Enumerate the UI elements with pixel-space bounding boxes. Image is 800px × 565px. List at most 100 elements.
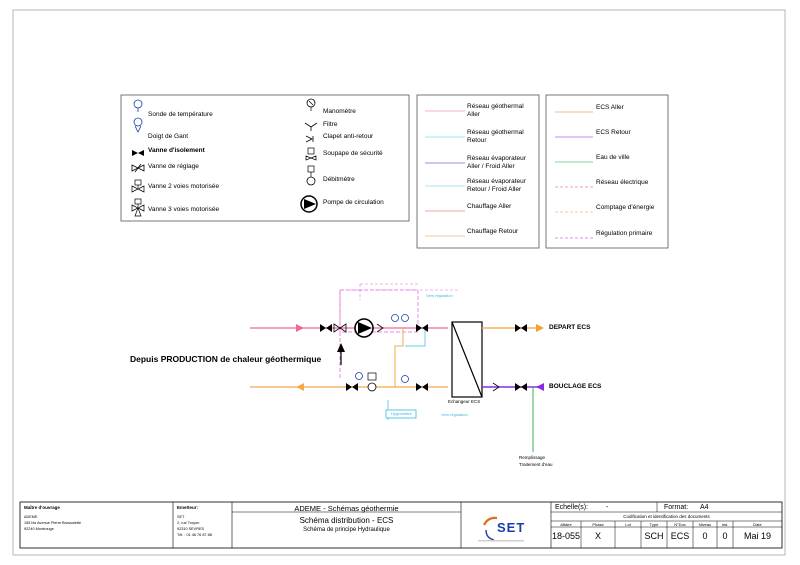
circulation-pump-icon	[354, 318, 374, 338]
format-value: A4	[700, 504, 709, 511]
check-valve-icon	[492, 382, 500, 392]
source-label: Depuis PRODUCTION de chaleur géothermiqu…	[130, 354, 322, 364]
coding-column-value: 0	[702, 531, 708, 541]
isolation-valve-icon	[320, 324, 332, 332]
hygrometer-box	[385, 409, 417, 419]
coding-column-header: Type	[649, 521, 659, 527]
legend-symbol-label: Sonde de température	[148, 111, 213, 118]
legend-line-label: Chauffage Aller	[467, 203, 512, 210]
line-legend-left	[416, 94, 540, 249]
legend-symbol-label: Doigt de Gant	[148, 133, 189, 140]
symbol-legend	[120, 94, 410, 222]
issuer-line: 2, rue Troyon	[177, 521, 200, 525]
legend-line-label: Chauffage Retour	[467, 228, 519, 235]
coding-column-value: ECS	[670, 531, 690, 541]
legend-symbol-label: Soupape de sécurité	[323, 150, 383, 157]
coding-column-header: Ind.	[721, 521, 729, 527]
legend-symbol-label: Manomètre	[323, 108, 356, 115]
scale-label: Echelle(s):	[555, 504, 589, 511]
two-way-motorized-valve-icon	[131, 179, 145, 193]
coding-column-value: 0	[722, 531, 728, 541]
legend-symbol-label: Filtre	[323, 121, 338, 128]
regulation-note-top: Vers régulation	[426, 293, 453, 298]
issuer-line: 92310 SEVRES	[177, 527, 205, 531]
owner-line: ADEME	[24, 515, 38, 519]
heat-exchanger	[451, 321, 483, 398]
legend-line-label: Réseau évaporateur Retour / Froid Aller	[467, 178, 526, 193]
line-legend-right	[545, 94, 669, 249]
legend-symbol-label: Vanne de réglage	[148, 163, 199, 170]
isolation-valve-icon	[416, 324, 428, 332]
filter-icon	[304, 122, 318, 131]
legend-symbol-label: Vanne 3 voies motorisée	[148, 206, 220, 213]
sheet-frame	[12, 9, 786, 556]
legend-symbol-label: Vanne 2 voies motorisée	[148, 183, 220, 190]
temperature-probe-icon	[133, 99, 143, 112]
legend-symbol-label: Pompe de circulation	[323, 199, 384, 206]
temperature-probe-icon	[401, 375, 409, 383]
coding-column-header: Niveau	[698, 521, 712, 527]
owner-line: 92240 Montrouge	[24, 527, 54, 531]
coding-column-header: N°Doc	[674, 521, 686, 527]
legend-symbol-label: Débitmètre	[323, 176, 355, 183]
drawing-title: Schéma distribution - ECS	[299, 516, 394, 525]
isolation-valve-icon	[416, 383, 428, 391]
flowmeter-icon	[367, 372, 377, 392]
safety-valve-icon	[305, 147, 317, 161]
scale-value: -	[606, 504, 609, 511]
format-label: Format:	[664, 504, 689, 511]
project-title: ADEME - Schémas géothermie	[294, 504, 399, 513]
hydraulic-schematic	[250, 283, 544, 452]
hygrometer-label: Hygromètre	[391, 411, 412, 416]
isolation-valve-icon	[132, 150, 144, 156]
check-valve-icon	[305, 135, 314, 143]
coding-column-header: Affaire	[560, 521, 572, 527]
owner-line: 155 bis Avenue Pierre Brossolette	[24, 521, 82, 525]
coding-column-value: 18-055	[551, 531, 581, 541]
balancing-valve-icon	[333, 323, 347, 333]
coding-column-header: Phase	[592, 521, 604, 527]
temperature-probe-icon	[391, 314, 409, 322]
issuer-line: Tél. : 01 46 76 87 88	[177, 533, 212, 537]
water-treatment-label: Traitement d'eau	[519, 462, 553, 467]
isolation-valve-icon	[346, 383, 358, 391]
regulation-note-bottom: Vers régulation	[441, 412, 468, 417]
legend-line-label: ECS Aller	[596, 104, 624, 111]
refill-label: Remplissage	[519, 455, 546, 460]
thermowell-icon	[133, 117, 143, 133]
legend-line-label: Régulation primaire	[596, 230, 653, 237]
depart-ecs-label: DEPART ECS	[549, 324, 591, 331]
manometer-icon	[306, 98, 316, 111]
coding-column-value: Mai 19	[743, 531, 771, 541]
three-way-motorized-valve-icon	[131, 198, 145, 217]
isolation-valve-icon	[515, 383, 527, 391]
legend-line-label: ECS Retour	[596, 129, 631, 136]
legend-line-label: Réseau géothermal Retour	[467, 129, 524, 144]
drawing-subtitle: Schéma de principe Hydraulique	[303, 527, 390, 533]
company-logo	[478, 516, 524, 542]
coding-column-value: SCH	[644, 531, 664, 541]
owner-heading: Maître d'ouvrage	[24, 505, 60, 510]
legend-symbol-label: Vanne d'isolement	[148, 147, 205, 154]
issuer-heading: Emetteur:	[177, 505, 199, 510]
legend-line-label: Réseau géothermal Aller	[467, 103, 524, 118]
circulation-pump-icon	[300, 195, 318, 213]
title-block	[19, 501, 783, 549]
legend-line-label: Réseau électrique	[596, 179, 649, 186]
legend-line-label: Comptage d'énergie	[596, 204, 655, 211]
exchanger-label: Echangeur ECS	[448, 399, 481, 404]
legend-symbol-label: Clapet anti-retour	[323, 133, 374, 140]
flowmeter-icon	[306, 165, 316, 186]
temperature-probe-icon	[355, 372, 363, 380]
coding-column-header: Lot	[625, 521, 631, 527]
isolation-valve-icon	[515, 324, 527, 332]
bouclage-ecs-label: BOUCLAGE ECS	[549, 383, 602, 390]
legend-line-label: Réseau évaporateur Aller / Froid Aller	[467, 155, 526, 170]
check-valve-icon	[376, 323, 384, 333]
logo-text: SET	[497, 520, 526, 535]
coding-column-value: X	[594, 531, 601, 541]
issuer-line: SET	[177, 515, 185, 519]
balancing-valve-icon	[131, 163, 145, 173]
coding-label: Codification et identification des docum…	[623, 514, 710, 519]
